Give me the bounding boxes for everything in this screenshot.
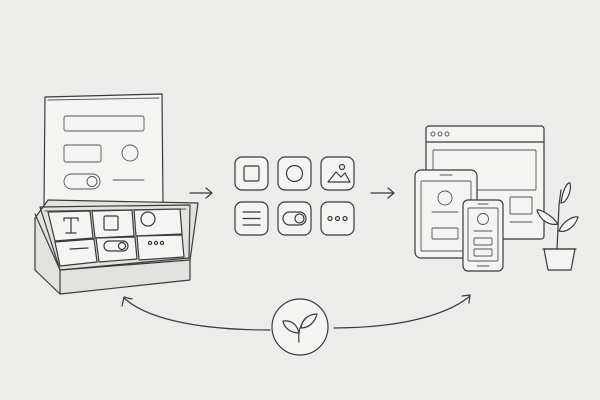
square-tile-icon xyxy=(103,215,119,231)
kit-box xyxy=(34,93,199,295)
kit-tile-toggle xyxy=(95,236,138,263)
square-icon xyxy=(243,165,260,182)
component-square xyxy=(234,156,269,191)
leaf-badge-icon xyxy=(271,298,329,356)
image-icon xyxy=(327,163,351,183)
component-grid xyxy=(234,156,355,236)
kit-tile-text xyxy=(47,210,94,242)
component-image xyxy=(320,156,355,191)
more-dots-icon xyxy=(327,215,348,222)
component-more xyxy=(320,201,355,236)
component-toggle xyxy=(277,201,312,236)
kit-tile-dots xyxy=(136,234,185,261)
cycle-arc-left xyxy=(121,296,271,331)
component-circle xyxy=(277,156,312,191)
component-list xyxy=(234,201,269,236)
text-tile-icon xyxy=(63,217,79,234)
cycle-arc-right xyxy=(333,294,471,329)
toggle-icon xyxy=(282,211,307,226)
kit-tile-line xyxy=(54,238,98,267)
circle-tile-icon xyxy=(140,211,156,227)
toggle-tile-icon xyxy=(103,240,129,252)
kit-tile-circle xyxy=(133,208,183,237)
list-icon xyxy=(242,211,261,226)
arrow-grid-to-devices xyxy=(370,187,395,199)
arrow-kit-to-grid xyxy=(189,187,213,199)
devices-group xyxy=(414,125,545,272)
phone-icon xyxy=(462,199,504,272)
kit-lid-panel xyxy=(43,93,164,207)
dots-tile-icon xyxy=(147,240,165,246)
circle-icon xyxy=(285,164,304,183)
kit-tile-square xyxy=(91,209,135,239)
line-tile-icon xyxy=(69,247,89,250)
plant-pot-icon xyxy=(536,182,579,271)
